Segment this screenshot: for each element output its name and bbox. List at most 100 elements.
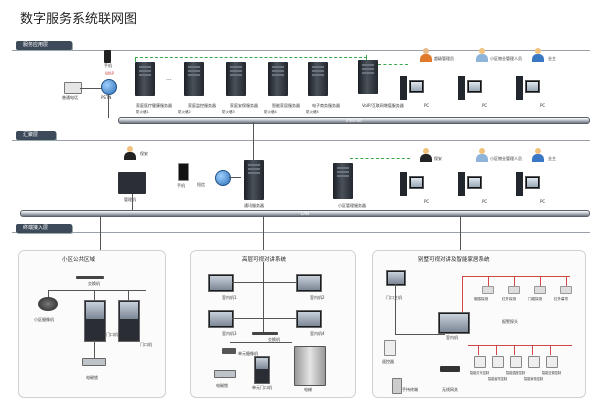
wire (514, 345, 515, 355)
wire (532, 345, 533, 355)
alarm-label: 报警探头 (502, 319, 518, 324)
pc-icon (458, 172, 482, 196)
connector (132, 194, 133, 210)
handheld-label: 手持终端 (402, 387, 418, 392)
lan-bus: LAN (20, 210, 590, 217)
connector (232, 318, 296, 319)
wire (540, 276, 541, 286)
elevator-icon (294, 346, 326, 386)
user-label: 超级管理员 (434, 56, 454, 61)
connector (100, 216, 101, 250)
admin-person-icon (420, 48, 432, 62)
link-dashed (135, 57, 136, 62)
wire (514, 276, 515, 286)
pc-label: PC (482, 103, 488, 108)
door-label: 门口机 (140, 342, 152, 347)
connector (48, 290, 49, 298)
manager-person-icon (476, 48, 488, 62)
module-label: 智能窗帘控制 (488, 377, 508, 381)
server-label: VoIP/互联网增值服务器 (362, 103, 404, 108)
connector (128, 290, 129, 300)
owner-person-icon (532, 48, 544, 62)
door-label: 单元门口机 (252, 385, 272, 390)
link-dashed (135, 57, 367, 58)
server-security (226, 62, 246, 96)
monitor-label: 室内机4 (310, 331, 325, 336)
page-title: 数字服务系统联网图 (20, 12, 138, 27)
door-label: 门口机 (106, 332, 118, 337)
user-label: 小区物业管理人员 (490, 156, 522, 161)
socket-control-icon (510, 356, 522, 368)
curtain-sensor-icon (560, 286, 572, 294)
indoor-label: 室内机 (446, 335, 458, 340)
pc-icon (400, 172, 424, 196)
connector (263, 216, 264, 250)
infrared-sensor-icon (508, 286, 520, 294)
user-label: 保安 (434, 156, 442, 161)
camera-label: 小区摄像机 (34, 317, 54, 322)
guard-console-icon (118, 172, 146, 194)
camera-label: 单元摄像机 (238, 351, 258, 356)
server-label: 智能家居服务器 (272, 103, 300, 108)
dome-camera-icon (38, 297, 58, 311)
switch-label: 交换机 (88, 281, 100, 286)
panel-villa (372, 250, 586, 398)
remote-icon (384, 340, 396, 356)
link-dashed (350, 158, 410, 159)
door-station-1 (84, 300, 106, 342)
module-label: 智能空调控制 (542, 371, 562, 375)
network-globe-icon (215, 170, 231, 186)
door-sensor-icon (534, 286, 546, 294)
link-dashed (378, 64, 408, 65)
wire (496, 345, 497, 355)
server-comm (244, 160, 264, 200)
server-label: 小区管理服务器 (338, 203, 366, 208)
connector (263, 262, 264, 332)
pc-icon (400, 76, 424, 100)
server-label: 家庭安保服务器 (230, 103, 258, 108)
server-health (135, 62, 155, 96)
ac-control-icon (546, 356, 558, 368)
sensor-label: 红外探测 (502, 297, 516, 301)
owner-person-icon (532, 148, 544, 162)
server-voip (358, 60, 378, 94)
smoke-sensor-icon (482, 286, 494, 294)
user-label: 业主 (548, 156, 556, 161)
firewall-label: 防火墙1 (136, 110, 149, 114)
module-label: 智能插座控制 (506, 371, 526, 375)
firewall-label: 防火墙2 (178, 110, 191, 114)
indoor-monitor (208, 274, 234, 292)
pc-label: PC (424, 103, 430, 108)
phone-label: 普通电话 (62, 95, 78, 100)
panel-title: 高层可视对讲系统 (242, 257, 287, 263)
wire (468, 345, 572, 346)
pc-icon (516, 76, 540, 100)
connector (108, 94, 109, 118)
magnetic-lock-icon (214, 370, 236, 378)
layer-divider (12, 140, 590, 141)
layer-divider (12, 50, 590, 51)
connector (230, 342, 292, 343)
guard-person-icon (420, 148, 432, 162)
connector (232, 282, 296, 283)
wire (478, 345, 479, 355)
firewall-label: 防火墙3 (222, 110, 235, 114)
switch-icon (252, 332, 278, 335)
wireless-gateway-icon (440, 366, 460, 372)
indoor-monitor (296, 274, 322, 292)
wire (462, 276, 463, 312)
server-smarthome (268, 62, 288, 96)
wap-label: WAP (105, 71, 114, 76)
layer-divider (12, 232, 590, 233)
pc-label: PC (540, 199, 546, 204)
sensor-label: 烟感探测 (474, 297, 488, 301)
outdoor-station (386, 270, 406, 286)
connector (94, 340, 95, 358)
pc-label: PC (424, 199, 430, 204)
module-label: 智能灯光控制 (470, 371, 490, 375)
pc-label: PC (482, 199, 488, 204)
server-monitor (184, 62, 204, 96)
connector (48, 290, 146, 291)
lock-label: 电磁锁 (216, 383, 228, 388)
curtain-control-icon (492, 356, 504, 368)
